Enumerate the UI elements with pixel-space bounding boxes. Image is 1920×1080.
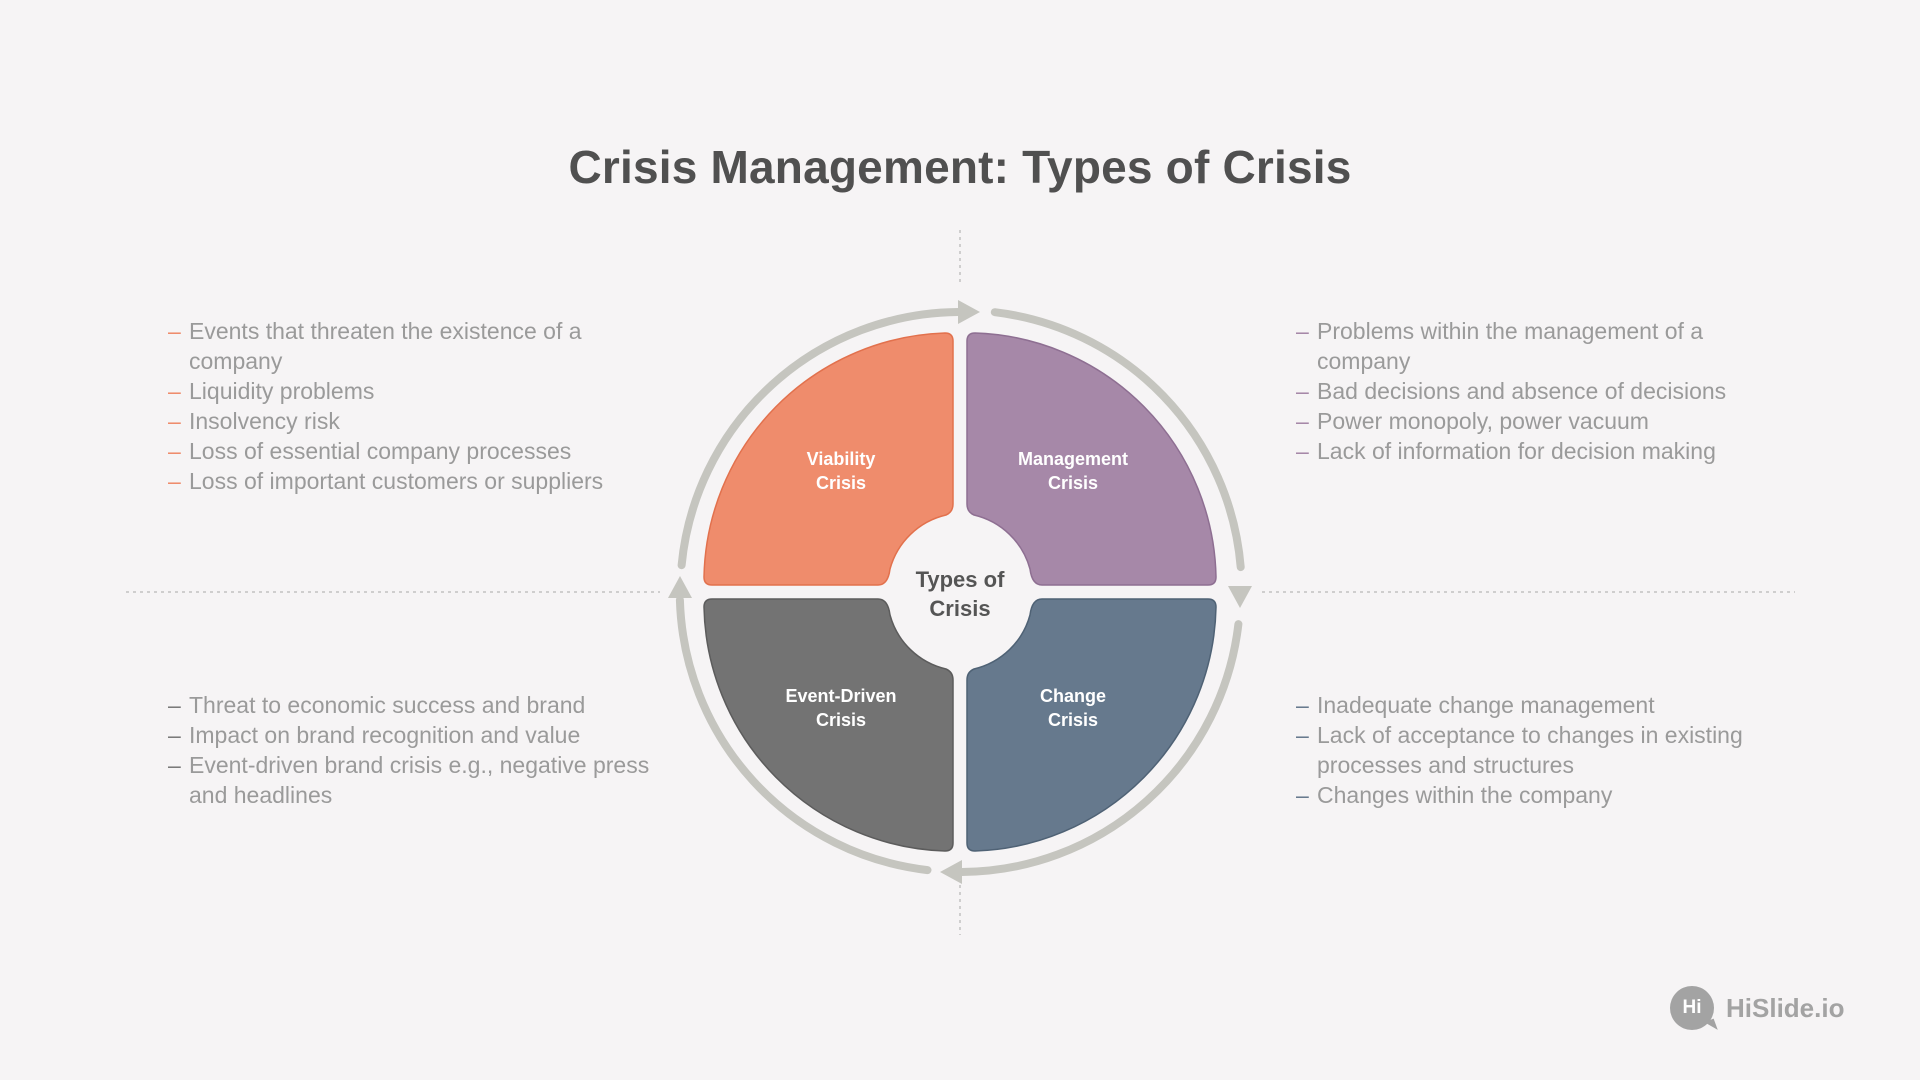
cycle-arc-bottom-left — [675, 596, 932, 875]
cycle-arc-top-left — [677, 308, 962, 570]
list-item: Loss of essential company processes — [168, 436, 668, 466]
quadrant-event-driven-shape — [703, 598, 954, 852]
arrowhead-right — [1228, 586, 1252, 608]
cycle-arc-bottom-right — [958, 620, 1243, 876]
event-driven-crisis-points: Threat to economic success and brand Imp… — [168, 690, 668, 810]
cycle-arrows — [675, 308, 1245, 876]
logo-text: HiSlide.io — [1726, 992, 1845, 1023]
list-item: Impact on brand recognition and value — [168, 720, 668, 750]
list-item: Insolvency risk — [168, 406, 668, 436]
list-item: Lack of information for decision making — [1296, 436, 1776, 466]
change-crisis-points: Inadequate change management Lack of acc… — [1296, 690, 1796, 810]
list-item: Liquidity problems — [168, 376, 668, 406]
list-item: Problems within the management of a comp… — [1296, 316, 1776, 376]
quadrant-management-label-2: Crisis — [1048, 473, 1098, 493]
list-item: Inadequate change management — [1296, 690, 1796, 720]
list-item: Bad decisions and absence of decisions — [1296, 376, 1776, 406]
list-item: Events that threaten the existence of a … — [168, 316, 668, 376]
quadrant-management-label-1: Management — [1018, 449, 1128, 469]
center-label-2: Crisis — [929, 596, 990, 621]
arrowhead-left — [668, 576, 692, 598]
hislide-logo: Hi HiSlide.io — [1670, 986, 1844, 1030]
arrowhead-top — [958, 300, 980, 324]
list-item: Event-driven brand crisis e.g., negative… — [168, 750, 668, 810]
speech-bubble-logo-icon: Hi — [1670, 986, 1714, 1030]
list-item: Power monopoly, power vacuum — [1296, 406, 1776, 436]
quadrant-management-shape — [966, 332, 1217, 586]
list-item: Loss of important customers or suppliers — [168, 466, 668, 496]
list-item: Lack of acceptance to changes in existin… — [1296, 720, 1796, 780]
arrowhead-bottom — [940, 860, 962, 884]
quadrant-event-driven-label-2: Crisis — [816, 710, 866, 730]
quadrant-viability-label-2: Crisis — [816, 473, 866, 493]
quadrant-management: Management Crisis — [966, 332, 1217, 586]
viability-crisis-points: Events that threaten the existence of a … — [168, 316, 668, 496]
quadrant-change-shape — [966, 598, 1217, 852]
list-item: Threat to economic success and brand — [168, 690, 668, 720]
cycle-arc-top-right — [990, 308, 1245, 572]
quadrant-viability: Viability Crisis — [703, 332, 954, 586]
cycle-arrowheads — [668, 300, 1252, 884]
quadrant-viability-shape — [703, 332, 954, 586]
quadrant-change-label-1: Change — [1040, 686, 1106, 706]
quadrant-event-driven: Event-Driven Crisis — [703, 598, 954, 852]
page-title: Crisis Management: Types of Crisis — [568, 141, 1352, 193]
management-crisis-points: Problems within the management of a comp… — [1296, 316, 1776, 466]
quadrant-change-label-2: Crisis — [1048, 710, 1098, 730]
list-item: Changes within the company — [1296, 780, 1796, 810]
center-label-1: Types of — [916, 567, 1006, 592]
quadrant-viability-label-1: Viability — [807, 449, 876, 469]
quadrant-event-driven-label-1: Event-Driven — [785, 686, 896, 706]
quadrant-change: Change Crisis — [966, 598, 1217, 852]
